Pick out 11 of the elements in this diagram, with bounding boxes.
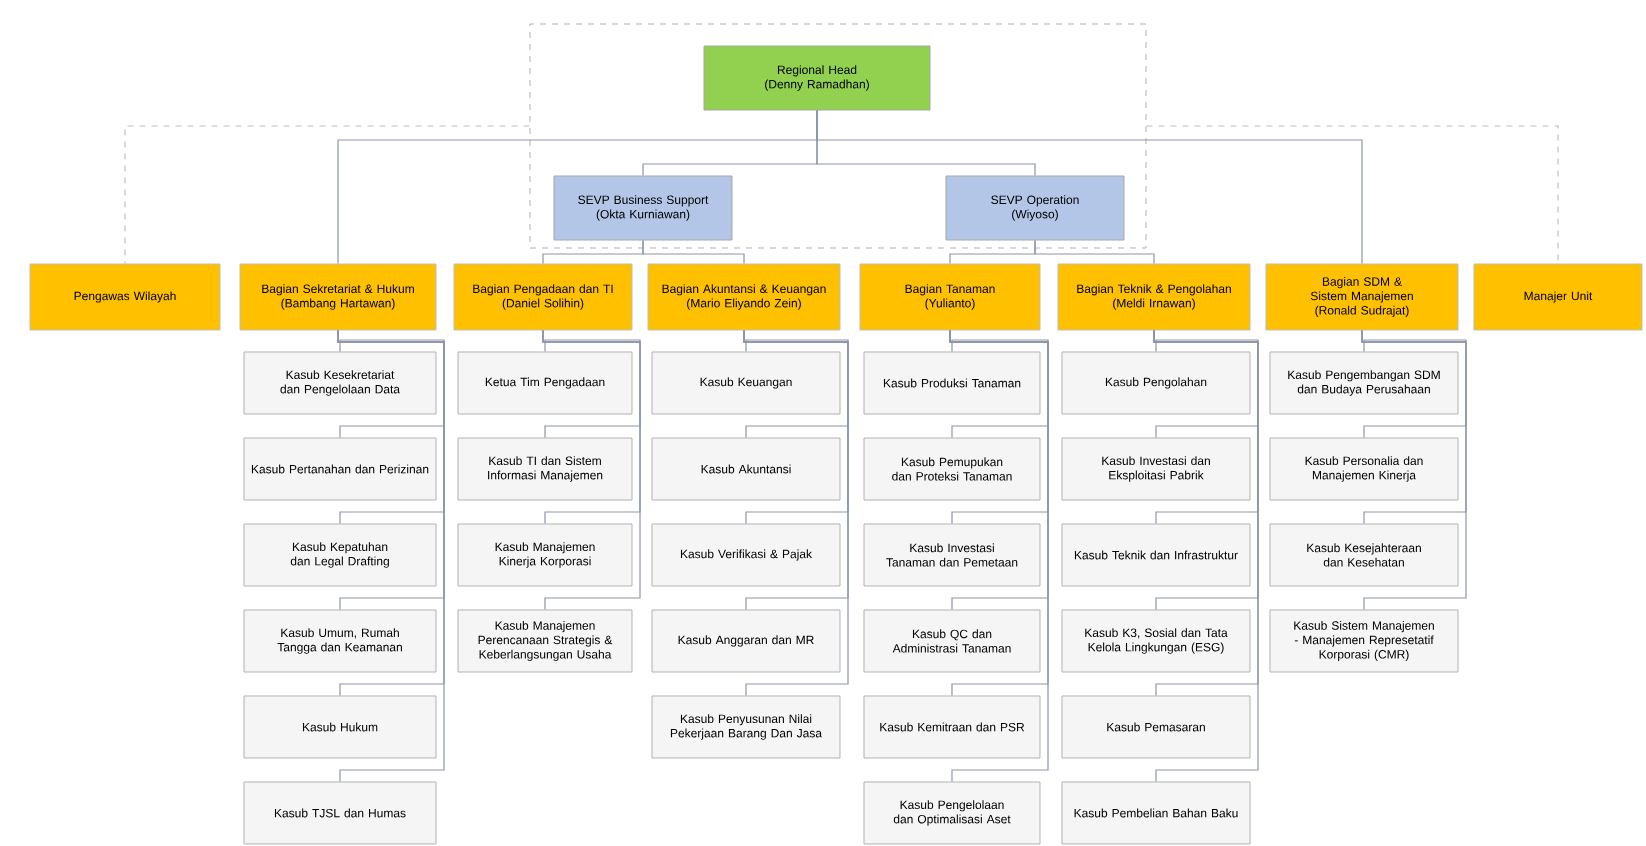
connector-line bbox=[542, 329, 641, 611]
connector-line bbox=[816, 109, 1036, 177]
connector-line bbox=[1361, 329, 1467, 611]
connector-line bbox=[949, 329, 1049, 783]
connector-line bbox=[1153, 329, 1259, 783]
connector-line bbox=[1034, 239, 1155, 265]
connector-line bbox=[642, 239, 745, 265]
dashed-group-frame bbox=[529, 23, 1147, 249]
dashed-connector bbox=[124, 125, 531, 265]
connector-line bbox=[743, 329, 849, 697]
connector-line bbox=[337, 329, 445, 783]
